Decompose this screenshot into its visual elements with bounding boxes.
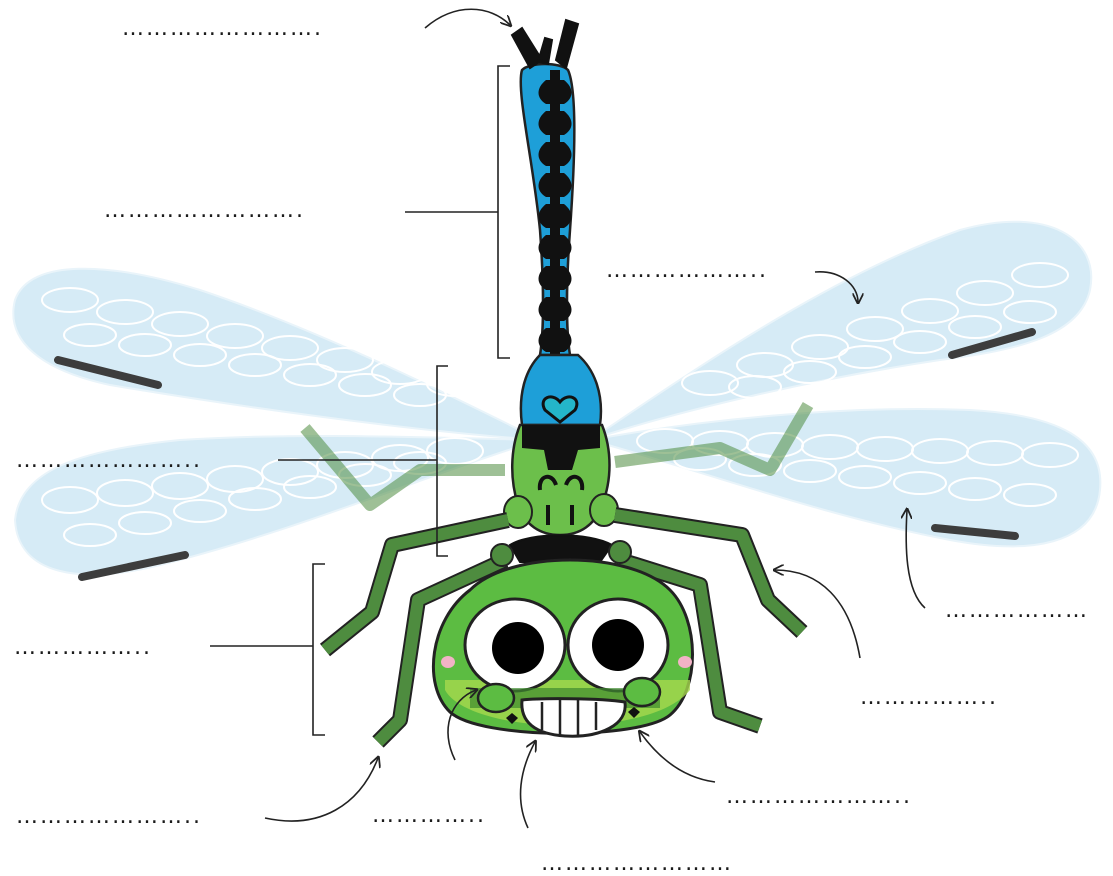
bracket-abdomen	[405, 66, 510, 358]
neck	[510, 535, 612, 562]
mandible-left	[478, 684, 514, 712]
tail-appendages	[512, 20, 578, 68]
cheek-right	[678, 656, 692, 668]
label-foot[interactable]: …………………..	[16, 806, 202, 828]
thorax-side-right	[590, 494, 618, 526]
upper-left-wing	[13, 269, 540, 440]
pupil-left	[492, 622, 544, 674]
label-leg[interactable]: ……………..	[860, 687, 998, 709]
arrow-tail-appendages	[425, 9, 510, 28]
label-eye[interactable]: …………..	[372, 805, 486, 827]
arrow-mouth	[640, 732, 715, 782]
upper-right-wing	[590, 222, 1091, 440]
cheek-left	[441, 656, 455, 668]
arrow-foot	[265, 758, 378, 821]
abdomen	[512, 20, 578, 355]
bracket-head	[210, 564, 325, 735]
label-thorax[interactable]: …………………..	[16, 450, 202, 472]
label-head[interactable]: ……………..	[14, 637, 152, 659]
label-front-wing[interactable]: ………………	[945, 600, 1089, 622]
arrow-jaw	[521, 742, 535, 828]
head	[433, 560, 692, 736]
thorax	[504, 355, 618, 562]
joint-right	[609, 541, 631, 563]
label-tail-appendages[interactable]: …………………….	[122, 18, 323, 40]
mandible-right	[624, 678, 660, 706]
label-mouth[interactable]: …………………..	[726, 786, 912, 808]
label-hind-wing[interactable]: ………………..	[606, 260, 768, 282]
pupil-right	[592, 619, 644, 671]
joint-left	[491, 544, 513, 566]
wing-cell	[427, 372, 483, 396]
label-abdomen[interactable]: …………………….	[104, 200, 305, 222]
